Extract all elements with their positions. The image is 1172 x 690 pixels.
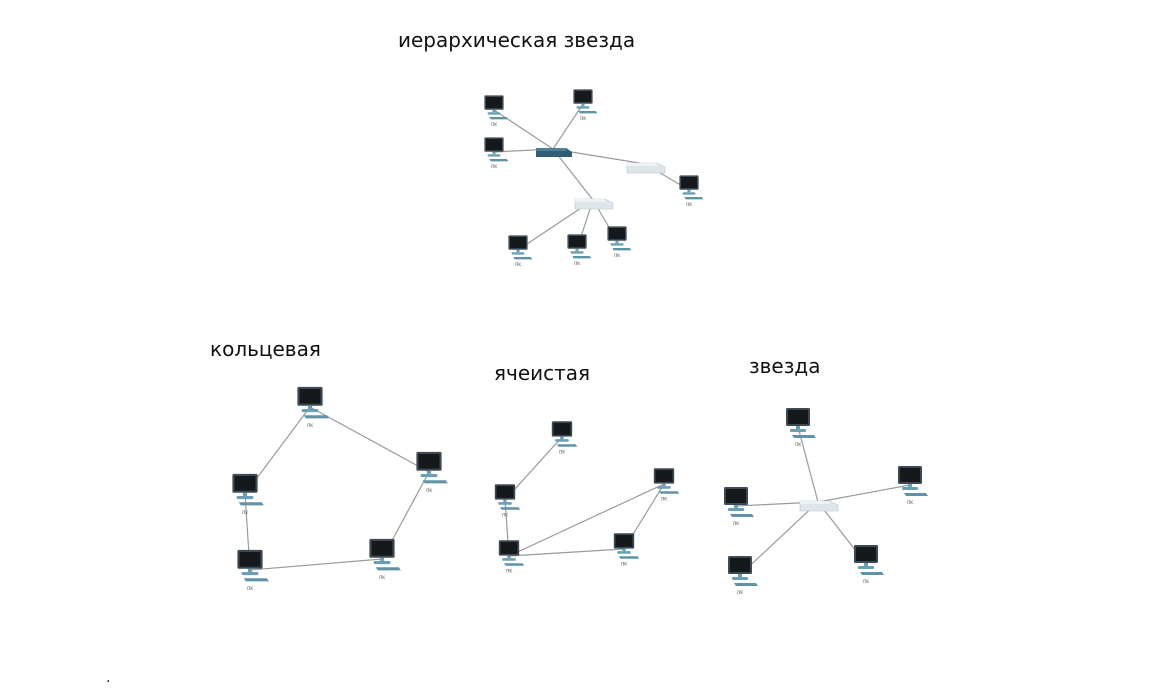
pc-label: пк [686, 202, 692, 208]
hierarchical-links [493, 103, 690, 251]
hub-icon [799, 500, 839, 512]
pc-label: пк [307, 423, 313, 429]
computer-icon: пк [494, 484, 521, 519]
computer-icon: пк [369, 538, 401, 581]
link-sw-hub2 [552, 148, 594, 201]
hierarchical-topology: пк пк пк пк пк пк пк [484, 89, 704, 268]
pc-label: пк [733, 521, 739, 527]
computer-icon: пк [607, 226, 632, 259]
footer-dot: . [106, 670, 111, 686]
link-sh-s3 [817, 484, 911, 503]
computer-icon: пк [498, 540, 525, 575]
computer-icon: пк [786, 408, 816, 448]
computer-icon: пк [508, 235, 533, 268]
computer-icon: пк [232, 473, 264, 516]
ring-title: кольцевая [210, 337, 321, 361]
hub-icon [626, 162, 666, 174]
star-topology: пк пк пк пк пк [724, 408, 928, 596]
star-title: звезда [749, 354, 821, 378]
mesh-links [504, 436, 665, 557]
computer-icon: пк [613, 533, 640, 568]
pc-label: пк [614, 253, 620, 259]
pc-label: пк [515, 262, 521, 268]
computer-icon: пк [237, 549, 269, 592]
pc-label: пк [863, 579, 869, 585]
link-r3-r4 [249, 558, 383, 571]
computer-icon: пк [416, 451, 448, 494]
computer-icon: пк [567, 234, 592, 267]
computer-icon: пк [484, 95, 509, 128]
pc-label: пк [502, 513, 508, 519]
pc-label: пк [247, 586, 253, 592]
pc-label: пк [737, 590, 743, 596]
hub-icon [574, 198, 614, 210]
ring-links [244, 406, 430, 571]
computer-icon: пк [551, 421, 578, 456]
link-m3-m5 [508, 548, 625, 557]
pc-label: пк [661, 497, 667, 503]
pc-label: пк [574, 261, 580, 267]
link-pc2-sw [552, 103, 584, 150]
link-r5-r1 [309, 406, 430, 473]
pc-label: пк [426, 488, 432, 494]
computer-icon: пк [573, 89, 598, 122]
pc-label: пк [580, 116, 586, 122]
pc-label: пк [379, 575, 385, 581]
switch-icon [536, 148, 572, 157]
mesh-title: ячеистая [494, 361, 591, 385]
pc-label: пк [621, 562, 627, 568]
mesh-topology: пк пк пк пк пк [494, 421, 680, 575]
link-m3-m4 [508, 483, 665, 557]
hierarchical-star-title: иерархическая звезда [398, 28, 636, 52]
computer-icon: пк [898, 466, 928, 506]
ring-topology: пк пк пк пк пк [232, 386, 448, 592]
pc-label: пк [491, 164, 497, 170]
link-sh-s4 [739, 501, 819, 576]
pc-label: пк [506, 569, 512, 575]
pc-label: пк [491, 122, 497, 128]
link-pc1-sw [493, 109, 554, 150]
pc-label: пк [795, 442, 801, 448]
computer-icon: пк [854, 545, 884, 585]
computer-icon: пк [724, 487, 754, 527]
pc-label: пк [242, 510, 248, 516]
computer-icon: пк [297, 386, 329, 429]
computer-icon: пк [728, 556, 758, 596]
link-sh-s1 [797, 426, 819, 503]
pc-label: пк [559, 450, 565, 456]
computer-icon: пк [484, 137, 509, 170]
computer-icon: пк [679, 175, 704, 208]
computer-icon: пк [653, 468, 680, 503]
pc-label: пк [907, 500, 913, 506]
